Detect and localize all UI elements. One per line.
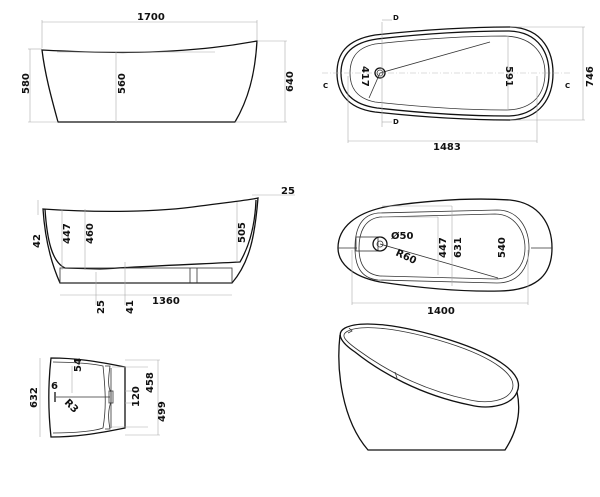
section-marker-d-bottom: D <box>393 118 399 126</box>
dim-depth-b: 460 <box>85 223 96 244</box>
dim-end-height: 632 <box>29 387 40 408</box>
dim-end-width-outer: 499 <box>157 401 168 422</box>
dim-inner-a: 447 <box>438 237 449 258</box>
dim-rim-left: 42 <box>32 234 43 248</box>
dim-inner-b: 631 <box>453 237 464 258</box>
dim-inner-right: 591 <box>503 66 514 87</box>
dim-end-offset: 6 <box>51 381 58 392</box>
dim-depth-right: 505 <box>237 222 248 243</box>
dim-base-length: 1360 <box>152 296 180 307</box>
perspective-view <box>338 323 520 451</box>
dim-radius: R60 <box>394 248 418 267</box>
side-elevation-view: 1700 580 560 640 <box>21 12 296 123</box>
dim-drain-diameter: Ø50 <box>391 230 413 242</box>
section-marker-d-top: D <box>393 14 399 22</box>
end-view: 632 6 54 R3 120 458 499 <box>29 357 168 438</box>
dim-end-width-inner: 458 <box>145 372 156 393</box>
plan-view-detail: Ø50 R60 447 631 540 1400 <box>337 198 553 317</box>
dim-base-a: 25 <box>96 300 107 314</box>
dim-inner-left: 417 <box>359 66 370 87</box>
top-plan-view: D D C C 1483 746 417 591 <box>322 14 596 153</box>
section-marker-c-right: C <box>565 82 570 90</box>
dim-end-rim: 54 <box>73 358 84 372</box>
dim-plan-length: 1400 <box>427 306 455 317</box>
dim-base-b: 41 <box>125 300 136 314</box>
dim-height-mid: 560 <box>117 73 128 94</box>
section-view: 25 42 447 460 505 25 41 1360 <box>32 186 295 314</box>
dim-plan-depth: 746 <box>585 66 596 87</box>
dim-end-drain: 120 <box>131 386 142 407</box>
dim-height-left: 580 <box>21 73 32 94</box>
dim-plan-width: 1483 <box>433 142 461 153</box>
dim-depth-a: 447 <box>62 223 73 244</box>
section-marker-c-left: C <box>323 82 328 90</box>
dim-rim: 25 <box>281 186 295 197</box>
dim-inner-c: 540 <box>497 237 508 258</box>
dim-height-right: 640 <box>285 71 296 92</box>
dim-end-radius: R3 <box>62 397 80 415</box>
dim-length: 1700 <box>137 12 165 23</box>
